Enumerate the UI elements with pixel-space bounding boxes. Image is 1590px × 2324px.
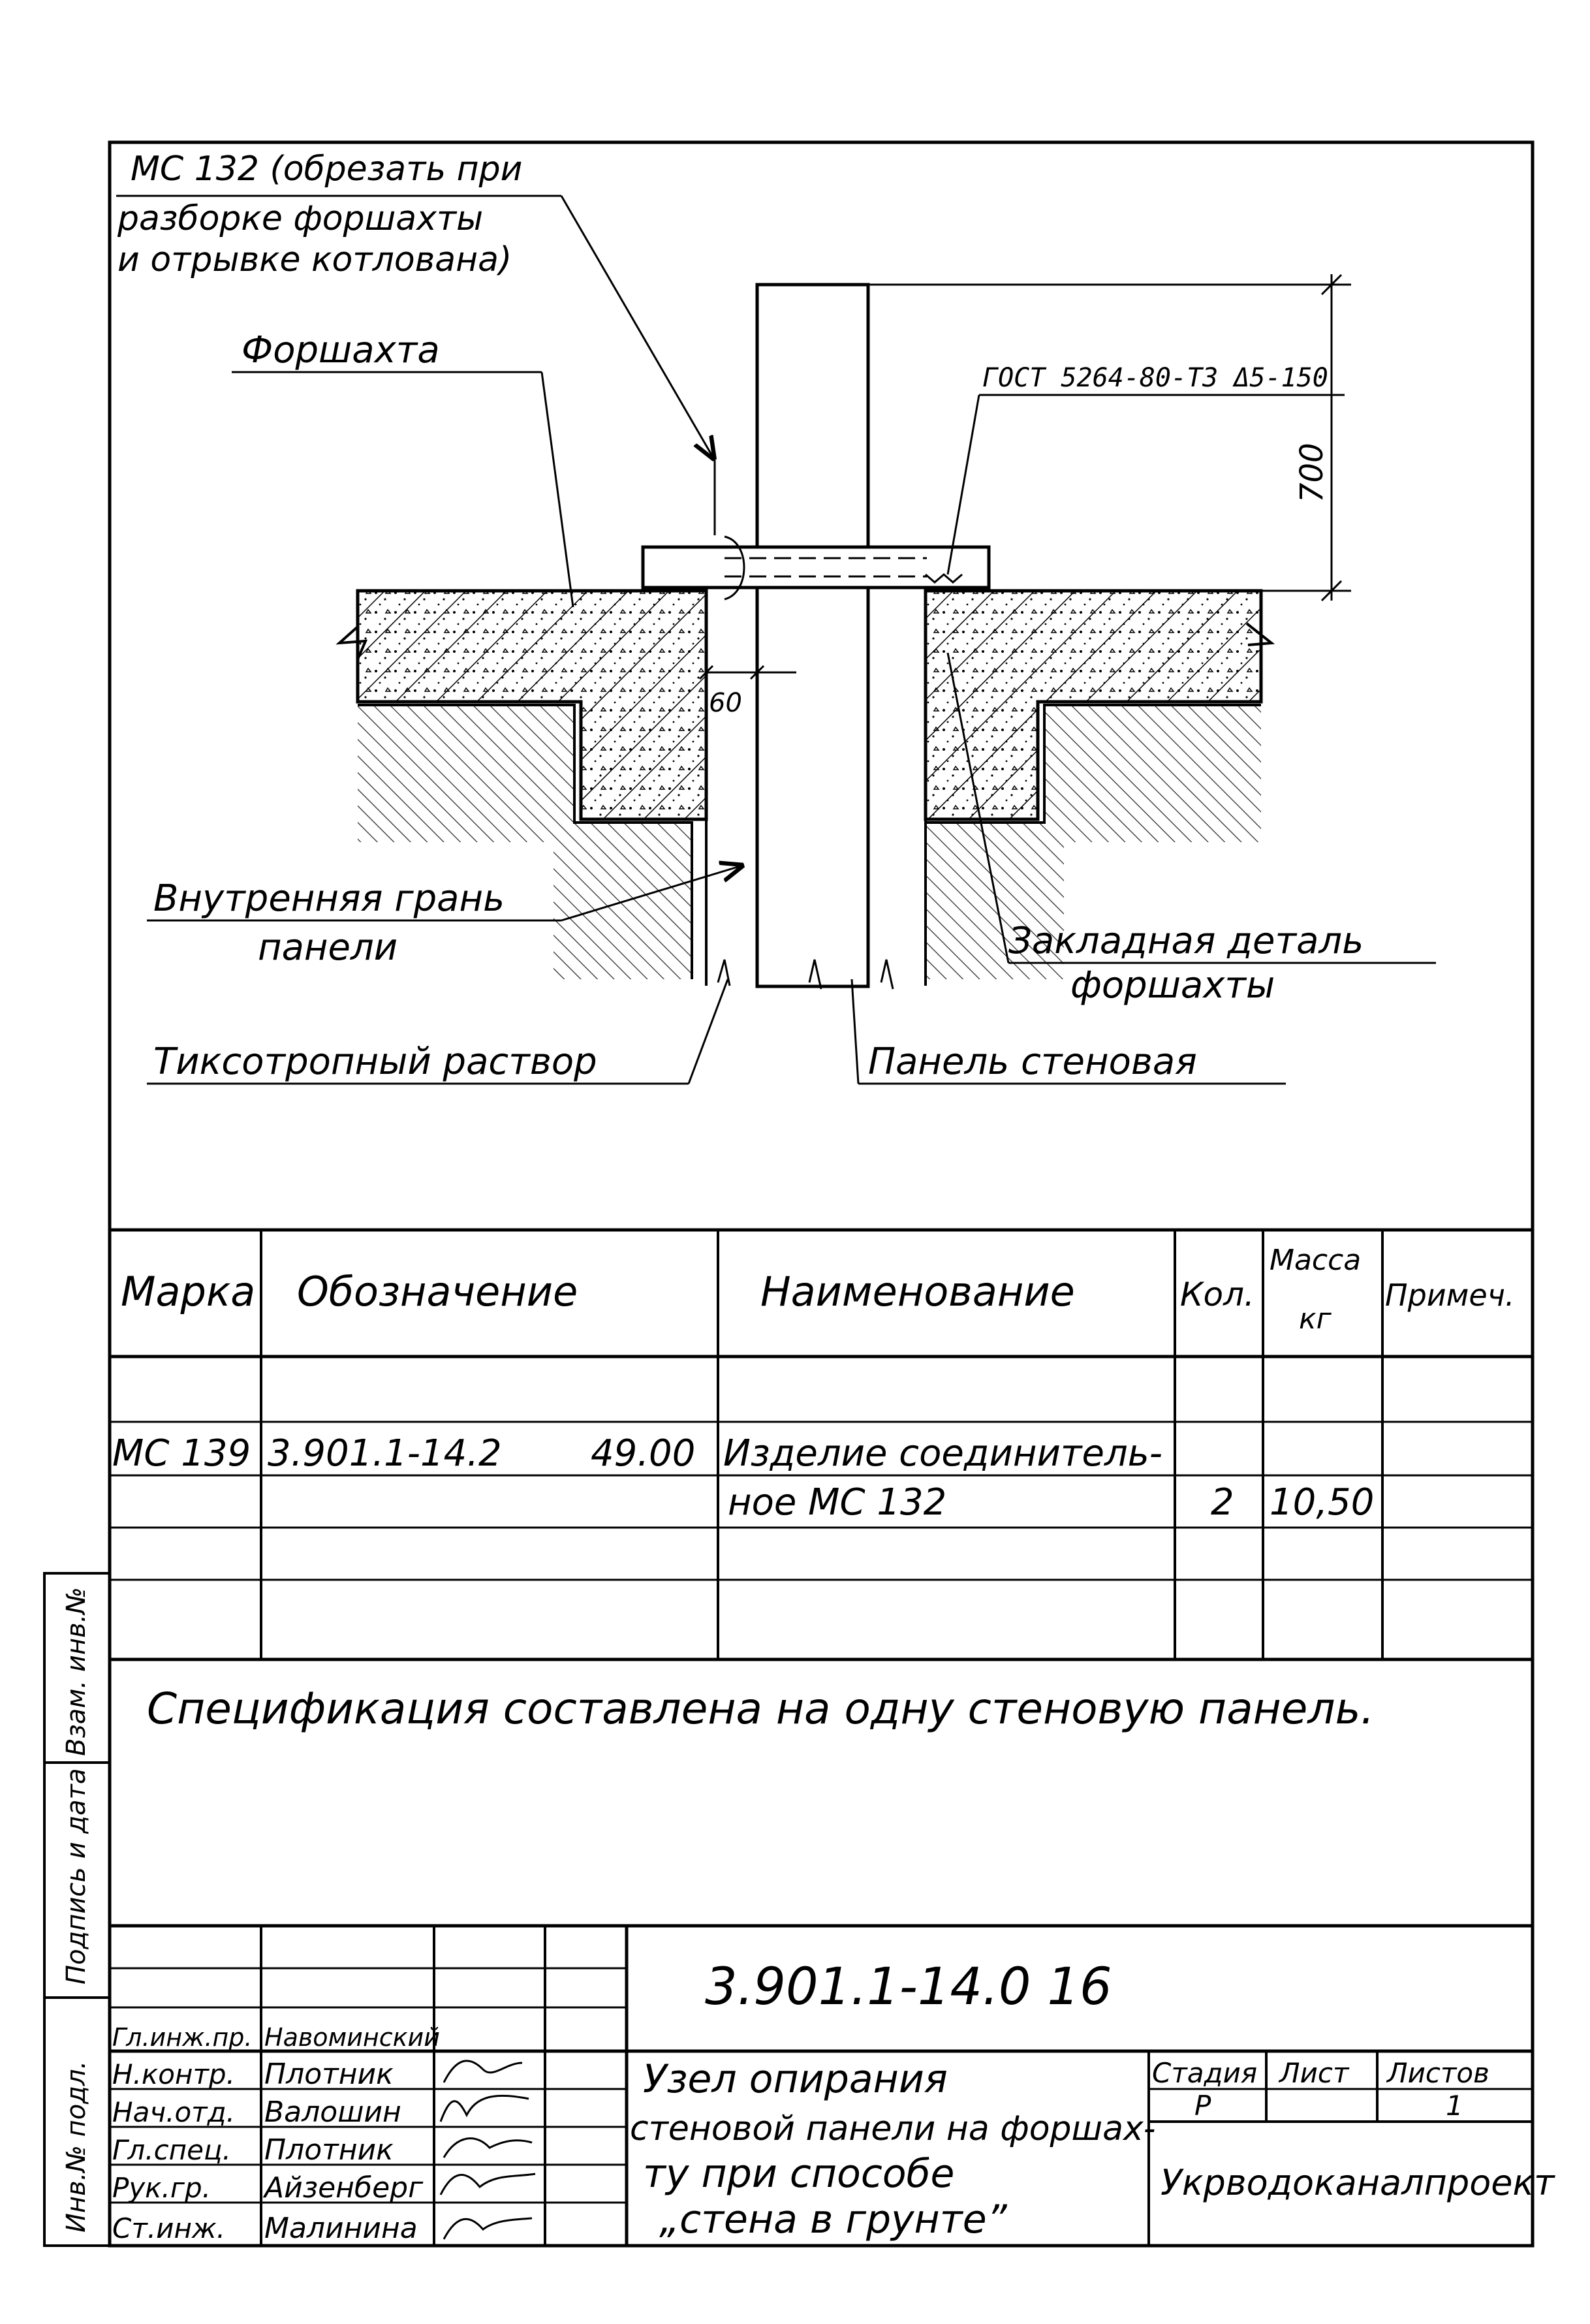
drawing-title-line1: Узел опирания: [643, 2056, 948, 2102]
wall-panel: [705, 283, 927, 990]
mc132-note-line1: МС 132 (обрезать при: [131, 149, 522, 189]
dimension-700-label: 700: [1294, 443, 1330, 503]
name-4: Плотник: [264, 2133, 394, 2167]
stage-value: Р: [1194, 2090, 1211, 2122]
dimension-60: [698, 665, 796, 680]
inner-face-label-line2: панели: [258, 926, 398, 969]
spec-header-name: Наименование: [760, 1268, 1075, 1315]
embedded-part-label-line1: Закладная деталь: [1008, 920, 1364, 962]
role-5: Рук.гр.: [112, 2172, 211, 2204]
role-3: Нач.отд.: [112, 2096, 235, 2128]
side-stamp-grid: [43, 1572, 111, 2247]
soil-hatch-right: [926, 705, 1261, 979]
spec-header-designation: Обозначение: [297, 1268, 578, 1315]
spec-row1-name-line1: Изделие соединитель-: [723, 1432, 1162, 1475]
side-stamp-original-inv: Инв.№ подл.: [61, 2061, 91, 2233]
spec-row1-designation: 3.901.1-14.2: [268, 1432, 502, 1475]
soil-hatch-left: [358, 705, 692, 979]
drawing-title-line4: „стена в грунте”: [659, 2197, 1008, 2242]
connector-mc132: [641, 535, 991, 601]
signature-4: [439, 2173, 536, 2195]
side-stamp-sign-date: Подпись и дата: [61, 1768, 91, 1985]
signatures: [439, 2060, 536, 2240]
spec-row1-sheet: 49.00: [591, 1432, 695, 1475]
spec-header-mass-unit: кг: [1299, 1302, 1332, 1336]
name-6: Малинина: [264, 2212, 418, 2245]
document-code: 3.901.1-14.0 16: [705, 1958, 1112, 2017]
spec-row1-qty: 2: [1211, 1481, 1234, 1524]
spec-row1-name-line2: ное МС 132: [728, 1481, 946, 1524]
role-1: Гл.инж.пр.: [112, 2023, 252, 2052]
spec-row1-mark: МС 139: [112, 1432, 251, 1475]
spec-table-grid: [110, 1230, 1533, 1659]
sheet-label: Лист: [1278, 2057, 1350, 2089]
signature-3: [443, 2137, 533, 2158]
wall-panel-label: Панель стеновая: [868, 1041, 1197, 1083]
role-2: Н.контр.: [112, 2058, 235, 2090]
name-5: Айзенберг: [262, 2171, 424, 2205]
side-stamp-replaced-inv: Взам. инв.№: [61, 1587, 91, 1756]
name-1: Навоминский: [264, 2023, 440, 2052]
spec-header-mass: Масса: [1270, 1244, 1361, 1277]
drawing-title-line2: стеновой панели на форшах-: [630, 2109, 1156, 2148]
spec-header-mark: Марка: [121, 1268, 255, 1315]
spec-row1-mass: 10,50: [1270, 1481, 1374, 1524]
spec-footnote: Спецификация составлена на одну стеновую…: [147, 1684, 1374, 1734]
mc132-note-line3: и отрывке котлована): [117, 240, 512, 279]
mc132-note-line2: разборке форшахты: [117, 199, 483, 238]
name-3: Валошин: [264, 2096, 401, 2129]
sheets-label: Листов: [1386, 2057, 1489, 2089]
inner-face-label-line1: Внутренняя грань: [153, 877, 505, 920]
thixotropic-mortar-label: Тиксотропный раствор: [153, 1041, 597, 1083]
title-block-grid: [110, 1924, 1533, 2246]
drawing-title-line3: ту при способе: [643, 2151, 954, 2197]
role-4: Гл.спец.: [112, 2134, 231, 2166]
organization-name: Укрводоканалпроект: [1161, 2162, 1555, 2203]
signature-5: [443, 2217, 533, 2240]
sheets-value: 1: [1446, 2090, 1463, 2122]
forshakhta-label: Форшахта: [242, 329, 440, 371]
name-2: Плотник: [264, 2058, 394, 2091]
signature-1: [443, 2060, 523, 2083]
spec-header-note: Примеч.: [1385, 1278, 1515, 1313]
guide-wall-left: [335, 589, 708, 821]
sheet-frame: [108, 140, 1535, 2248]
gost-weld-label: ГОСТ 5264-80-Т3 Δ5-150: [982, 363, 1328, 393]
dimension-60-label: 60: [709, 688, 742, 718]
leader-lines: [116, 195, 1436, 1085]
section-drawing: 700 60 МС 132 (обрезать при: [116, 149, 1436, 1085]
signature-2: [439, 2094, 529, 2122]
spec-header-qty: Кол.: [1180, 1276, 1255, 1313]
stage-label: Стадия: [1152, 2057, 1257, 2089]
embedded-part-label-line2: форшахты: [1070, 964, 1275, 1007]
role-6: Ст.инж.: [112, 2212, 225, 2244]
dimension-700: [869, 274, 1351, 602]
